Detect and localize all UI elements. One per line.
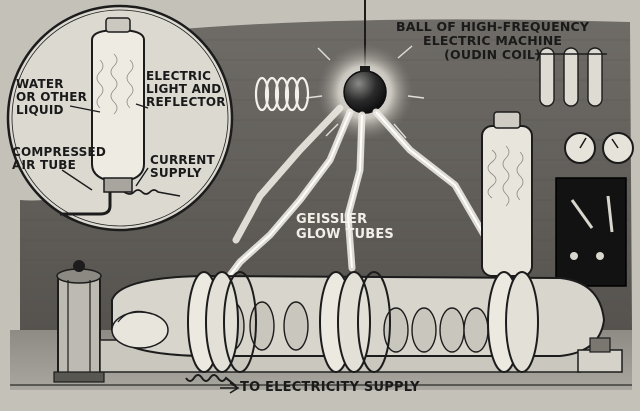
- supply-cord: [185, 374, 237, 387]
- supply-arrow-head: [229, 382, 240, 394]
- electricity-supply-label: TO ELECTRICITY SUPPLY: [240, 380, 420, 395]
- wall-coil: [254, 76, 310, 112]
- water-label: WATER OR OTHER LIQUID: [16, 77, 88, 117]
- reflector-jar: [481, 111, 533, 277]
- ball-cap: [360, 66, 370, 72]
- foot-device: [577, 337, 623, 373]
- wall-test-tubes: [535, 47, 607, 107]
- geissler-label: GEISSLER GLOW TUBES: [296, 212, 394, 242]
- electrode-rings: [187, 271, 539, 373]
- compressed-air-label: COMPRESSED AIR TUBE: [12, 145, 107, 172]
- ball-sparks: [305, 45, 425, 139]
- switchboard: [555, 177, 627, 287]
- lantern: [53, 260, 105, 383]
- inset-detail: [6, 4, 234, 232]
- ball-label: BALL OF HIGH-FREQUENCY ELECTRIC MACHINE …: [396, 19, 590, 62]
- current-supply-label: CURRENT SUPPLY: [150, 153, 215, 180]
- oudin-ball: [343, 70, 387, 114]
- gauges: [564, 132, 634, 164]
- electric-light-label: ELECTRIC LIGHT AND REFLECTOR: [146, 69, 226, 109]
